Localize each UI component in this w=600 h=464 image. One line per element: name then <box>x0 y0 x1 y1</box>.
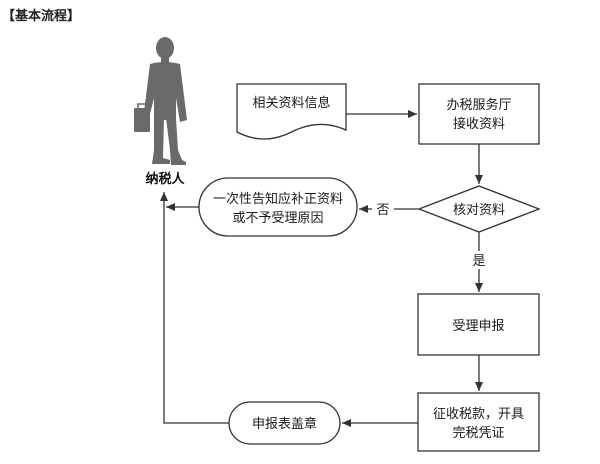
node-hall: 办税服务厅 接收资料 <box>418 83 540 145</box>
node-check: 核对资料 <box>417 185 541 233</box>
node-stamp-label: 申报表盖章 <box>252 416 317 432</box>
edge-stamp-to-actor <box>160 192 229 424</box>
node-accept: 受理申报 <box>417 293 540 356</box>
edge-no-label-bg <box>372 200 394 218</box>
edge-no-label: 否 <box>376 203 389 218</box>
node-collect: 征收税款，开具 完税凭证 <box>417 392 540 452</box>
node-notify-line1: 一次性告知应补正资料 <box>213 191 343 207</box>
node-stamp: 申报表盖章 <box>228 401 341 445</box>
node-hall-line2: 接收资料 <box>453 116 505 132</box>
node-materials: 相关资料信息 <box>236 83 347 140</box>
edge-yes-label-bg <box>470 251 488 269</box>
businessman-with-briefcase-icon <box>134 37 187 165</box>
node-notify-line2: 或不予受理原因 <box>232 211 323 226</box>
node-collect-line2: 完税凭证 <box>452 426 504 441</box>
node-materials-label: 相关资料信息 <box>252 95 330 111</box>
node-accept-label: 受理申报 <box>452 319 504 334</box>
node-notify: 一次性告知应补正资料 或不予受理原因 <box>198 177 358 237</box>
node-hall-line1: 办税服务厅 <box>446 97 511 113</box>
section-heading: 【基本流程】 <box>2 8 80 24</box>
node-collect-line1: 征收税款，开具 <box>433 407 524 422</box>
edge-yes-label: 是 <box>472 254 485 269</box>
node-check-label: 核对资料 <box>453 203 505 218</box>
actor-label: 纳税人 <box>145 171 185 187</box>
